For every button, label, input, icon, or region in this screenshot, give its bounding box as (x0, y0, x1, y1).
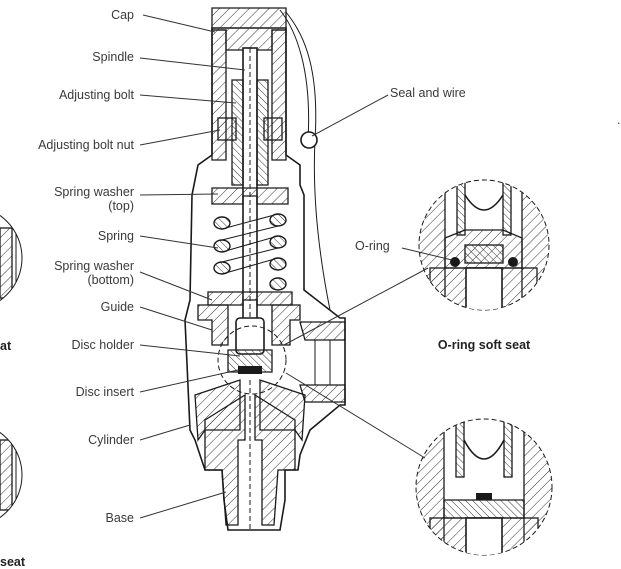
caption-left-cut-top: at (0, 339, 12, 353)
label-disc-holder: Disc holder (71, 338, 134, 352)
label-adjusting-bolt-nut: Adjusting bolt nut (38, 138, 134, 152)
adjusting-bolt-nut-part (217, 117, 237, 141)
label-base: Base (106, 511, 135, 525)
label-adjusting-bolt: Adjusting bolt (59, 88, 135, 102)
label-disc-insert: Disc insert (76, 385, 135, 399)
label-spring: Spring (98, 229, 134, 243)
label-guide: Guide (101, 300, 134, 314)
label-seal-and-wire: Seal and wire (390, 86, 466, 100)
label-cylinder: Cylinder (88, 433, 134, 447)
spring-coils (213, 213, 287, 291)
label-spring-washer-top-sub: (top) (108, 199, 134, 213)
guide-part (197, 304, 229, 346)
adjusting-bolt-part (231, 79, 244, 186)
label-o-ring: O-ring (355, 239, 390, 253)
left-detail-circle-bottom (0, 431, 23, 519)
leader-lines (139, 14, 453, 519)
left-detail-circle-top (0, 214, 23, 302)
label-spindle: Spindle (92, 50, 134, 64)
stray-mark: . (617, 113, 620, 127)
caption-o-ring-soft-seat: O-ring soft seat (438, 338, 531, 352)
label-cap: Cap (111, 8, 134, 22)
detail-circle-bottom (415, 418, 553, 556)
spring-washer-top-part (211, 187, 289, 205)
detail-circle-o-ring (418, 179, 550, 311)
disc-holder-part (235, 317, 265, 355)
valve-body (184, 7, 346, 531)
label-spring-washer-top: Spring washer (54, 185, 134, 199)
label-spring-washer-bottom: Spring washer (54, 259, 134, 273)
disc-insert-part (238, 366, 262, 374)
base-part (204, 393, 246, 526)
caption-left-cut-bottom: seat (0, 555, 26, 569)
label-spring-washer-bottom-sub: (bottom) (87, 273, 134, 287)
